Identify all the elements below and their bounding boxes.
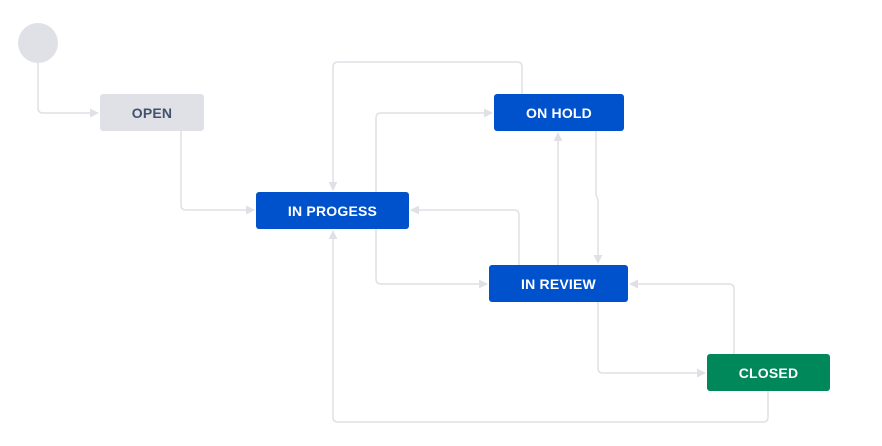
status-closed[interactable]: CLOSED [707, 354, 830, 391]
transition-closed-to-in-review[interactable] [629, 279, 735, 354]
status-in-progress[interactable]: IN PROGESS [256, 192, 409, 229]
transition-start-to-open[interactable] [37, 63, 99, 118]
transition-in-progress-to-in-review[interactable] [375, 229, 488, 289]
status-on-hold[interactable]: ON HOLD [494, 94, 624, 131]
transition-in-progress-to-on-hold[interactable] [375, 108, 493, 192]
transition-open-to-in-progress[interactable] [180, 131, 255, 215]
status-open[interactable]: OPEN [100, 94, 204, 131]
transition-in-review-to-closed[interactable] [597, 302, 706, 378]
status-in-review[interactable]: IN REVIEW [489, 265, 628, 302]
transition-on-hold-to-in-review[interactable] [593, 131, 603, 264]
transition-on-hold-to-in-progress[interactable] [328, 61, 523, 191]
transition-in-review-to-in-progress[interactable] [410, 205, 520, 265]
transition-closed-to-in-progress[interactable] [328, 230, 769, 423]
start-node [18, 23, 58, 63]
